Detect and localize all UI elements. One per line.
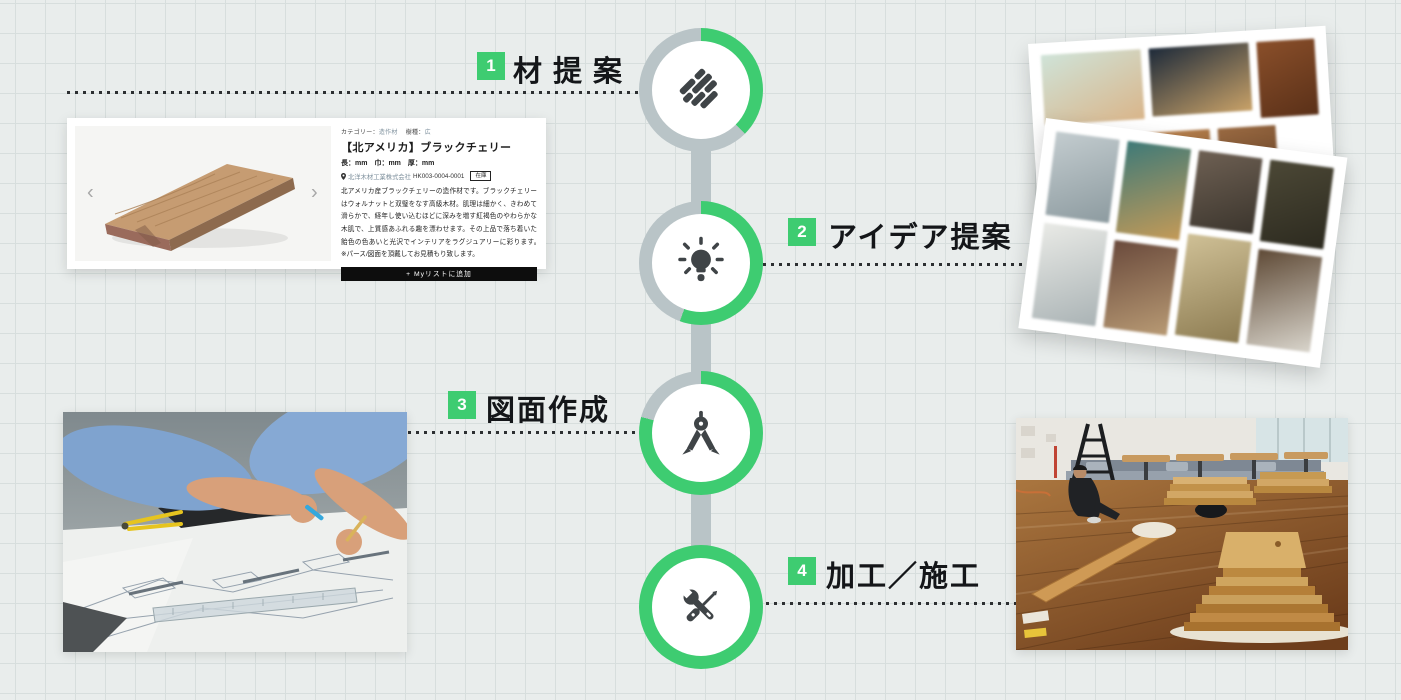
moodboard-front xyxy=(1018,118,1348,368)
moodboard-photo xyxy=(1246,248,1323,353)
moodboard-photo xyxy=(1045,131,1120,224)
product-category-line: カテゴリー：造作材 樹種：広 xyxy=(341,130,431,136)
step1-progress-ring xyxy=(639,28,763,152)
moodboard-photo xyxy=(1189,150,1263,234)
carousel-next-arrow[interactable]: › xyxy=(311,180,318,203)
add-to-mylist-button[interactable]: + Myリストに追加 xyxy=(341,266,537,281)
map-pin-icon xyxy=(341,172,346,180)
carousel-prev-arrow[interactable]: ‹ xyxy=(87,180,94,203)
step2-circle xyxy=(639,201,763,325)
step2-progress-ring xyxy=(639,201,763,325)
step1-number-badge: 1 xyxy=(477,52,505,80)
lightbulb-icon xyxy=(678,236,724,282)
stock-badge: 在庫 xyxy=(470,171,492,181)
product-company: 北洋木材工業株式会社 xyxy=(348,173,411,181)
product-company-line: 北洋木材工業株式会社 HK003-0004-0001 在庫 xyxy=(341,171,537,181)
product-code: HK003-0004-0001 xyxy=(412,172,465,180)
moodboard-photo xyxy=(1103,240,1179,336)
moodboard-photo xyxy=(1040,49,1145,126)
step3-circle xyxy=(639,371,763,495)
step1-circle xyxy=(639,28,763,152)
lumber-icon xyxy=(679,68,718,109)
moodboard-photo xyxy=(1115,140,1192,241)
drafting-compass-icon xyxy=(682,410,720,455)
step4-dotted-line xyxy=(766,602,1018,605)
product-description: 北アメリカ産ブラックチェリーの造作材です。ブラックチェリーはウォルナットと双璧を… xyxy=(341,188,544,259)
product-title: 【北アメリカ】ブラックチェリー xyxy=(341,142,512,154)
wood-plank-image xyxy=(75,126,331,261)
material-product-card: ‹ › カテゴリー：造作材 樹種：広 【北アメリカ】ブラックチェリー 長：mm … xyxy=(67,118,546,281)
step4-label: 加工／施工 xyxy=(826,561,982,593)
step1-dotted-line xyxy=(67,91,639,94)
moodboard-photo xyxy=(1174,233,1252,344)
product-dimensions: 長：mm 巾：mm 厚：mm xyxy=(341,160,435,167)
product-photo-wood-plank: ‹ › xyxy=(75,126,331,261)
step2-number-badge: 2 xyxy=(788,218,816,246)
step3-number-badge: 3 xyxy=(448,391,476,419)
step3-label: 図面作成 xyxy=(486,395,611,427)
step3-progress-ring xyxy=(639,371,763,495)
step4-circle xyxy=(639,545,763,669)
timeline-connector xyxy=(691,90,711,607)
step2-dotted-line xyxy=(763,263,1041,266)
drafting-photo xyxy=(63,412,407,652)
flooring-installation-photo xyxy=(1016,418,1348,650)
moodboard-photo xyxy=(1259,159,1334,250)
step4-progress-ring xyxy=(639,545,763,669)
step2-label: アイデア提案 xyxy=(828,222,1013,254)
step4-number-badge: 4 xyxy=(788,557,816,585)
moodboard-photo xyxy=(1256,38,1319,118)
step1-label: 材提案 xyxy=(513,56,634,88)
tools-icon xyxy=(680,586,718,622)
moodboard-photo xyxy=(1031,222,1108,327)
step3-dotted-line xyxy=(408,431,640,434)
moodboard-photo xyxy=(1148,42,1253,117)
